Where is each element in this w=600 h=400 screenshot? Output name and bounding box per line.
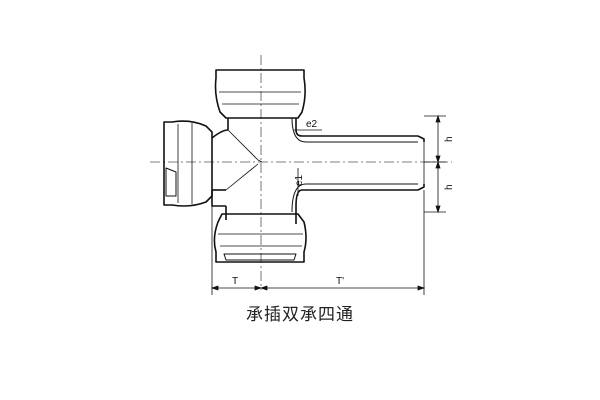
label-h-top: h xyxy=(444,136,455,142)
t-arrow-left xyxy=(210,285,219,291)
t-arrow-mid-2 xyxy=(259,285,268,291)
left-socket-gasket xyxy=(165,167,177,197)
t-arrow-mid-1 xyxy=(254,285,263,291)
h-arrow-1 xyxy=(435,114,441,123)
dimension-lines xyxy=(210,114,446,295)
figure-caption: 承插双承四通 xyxy=(246,305,354,325)
h-arrow-4 xyxy=(435,205,441,214)
thickness-pointers xyxy=(294,129,322,196)
label-t: T xyxy=(232,276,238,287)
body-inner-wall xyxy=(225,129,263,191)
left-branch-wall-top xyxy=(211,129,229,139)
t-arrow-right xyxy=(417,285,426,291)
h-arrow-3 xyxy=(435,160,441,169)
top-socket-outline xyxy=(214,69,306,119)
label-e2: e2 xyxy=(306,119,318,130)
label-e1: e1 xyxy=(294,174,305,186)
label-t-prime: T' xyxy=(336,276,344,287)
h-arrow-2 xyxy=(435,155,441,164)
right-spigot-end-bottom xyxy=(417,184,425,191)
bottom-socket-outline xyxy=(213,213,307,263)
right-spigot-top-inner xyxy=(291,117,418,143)
left-socket-outline xyxy=(163,120,213,207)
fitting-body xyxy=(163,69,425,263)
top-neck xyxy=(227,118,297,130)
center-lines xyxy=(150,55,452,290)
body-left-outer xyxy=(211,190,226,207)
right-spigot-end-top xyxy=(417,135,425,142)
label-h-bottom: h xyxy=(444,184,455,190)
right-spigot-bottom-outer xyxy=(295,189,418,207)
bottom-neck xyxy=(225,206,297,224)
bottom-socket-gasket xyxy=(223,253,297,261)
right-spigot-bottom-inner xyxy=(291,183,418,213)
